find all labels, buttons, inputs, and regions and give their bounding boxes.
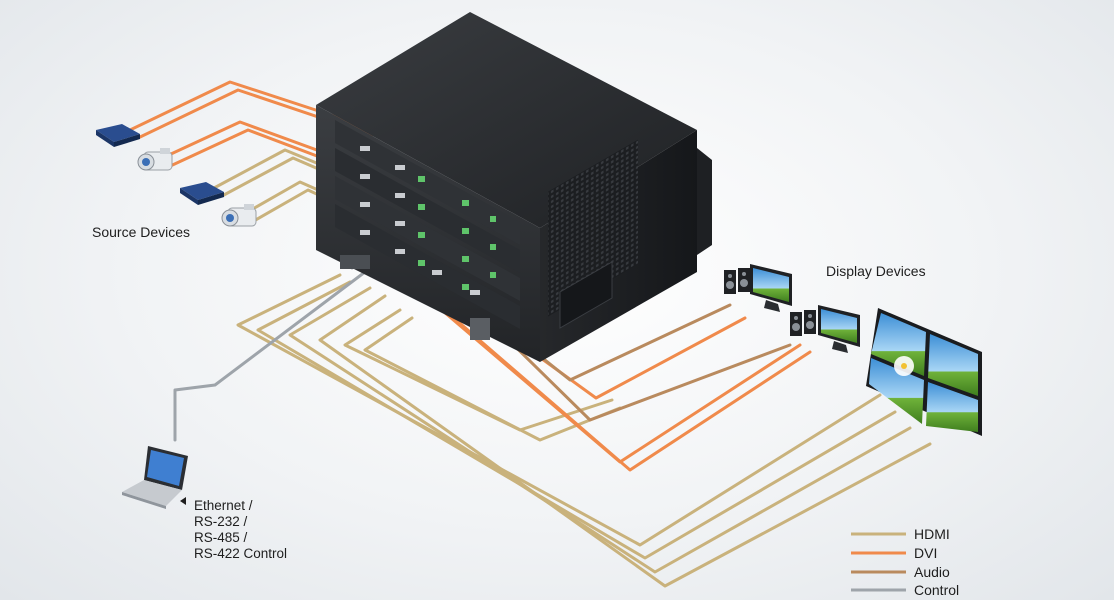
control-label-line: Ethernet / [194,498,253,513]
power-inlet [470,318,490,340]
legend-item: DVI [851,545,937,561]
legend-label: DVI [914,545,937,561]
display-devices-label: Display Devices [826,263,926,279]
media-player-icon [96,124,140,147]
control-port [340,255,370,269]
video-wall-icon [866,308,982,436]
display-devices [724,264,982,436]
speaker-icon [724,268,750,294]
media-player-icon [180,182,224,205]
cable-layer [128,80,932,588]
legend-label: Audio [914,564,950,580]
legend-label: HDMI [914,526,950,542]
pointer-arrow-icon [180,497,186,505]
control-label-line: RS-232 / [194,514,248,529]
source-devices-label: Source Devices [92,224,190,240]
legend-label: Control [914,582,959,598]
camcorder-icon [137,148,173,171]
legend-item: Control [851,582,959,598]
legend: HDMI DVI Audio Control [851,526,959,598]
control-cable [173,256,367,442]
control-label-line: RS-485 / [194,530,248,545]
control-label: Ethernet / RS-232 / RS-485 / RS-422 Cont… [194,498,287,561]
control-label-line: RS-422 Control [194,546,287,561]
matrix-switch-chassis [316,12,712,362]
io-modules [335,120,520,329]
camcorder-icon [221,204,257,227]
legend-item: Audio [851,564,950,580]
monitor-icon [750,264,792,312]
source-devices [96,124,257,227]
legend-item: HDMI [851,526,950,542]
monitor-icon [818,305,860,353]
laptop-icon [122,446,188,509]
speaker-icon [790,310,816,336]
